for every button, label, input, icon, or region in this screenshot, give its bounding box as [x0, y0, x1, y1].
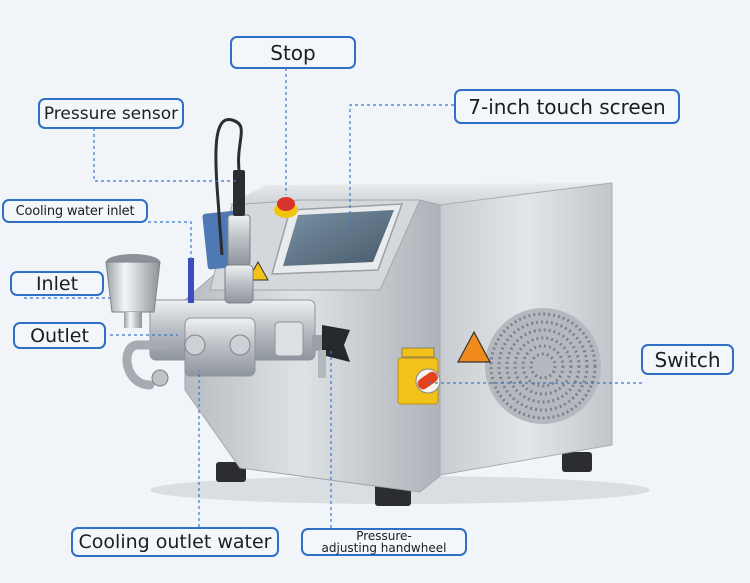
label-pressure-sensor: Pressure sensor — [38, 98, 184, 129]
label-pressure-handwheel: Pressure- adjusting handwheel — [301, 528, 467, 556]
label-pressure-handwheel-line1: Pressure- — [356, 529, 412, 543]
label-cooling-outlet-water: Cooling outlet water — [71, 527, 279, 557]
stop-button — [277, 197, 295, 211]
outlet-pipe — [122, 340, 170, 390]
label-cooling-water-inlet: Cooling water inlet — [2, 199, 148, 223]
valve-port — [229, 334, 251, 356]
pressure-handwheel — [312, 325, 350, 378]
inlet-hopper — [105, 254, 161, 328]
leader-cooling-water-inlet — [148, 221, 192, 262]
leader-pressure-sensor — [93, 128, 236, 182]
machine-foot — [216, 462, 246, 482]
label-stop: Stop — [230, 36, 356, 69]
label-pressure-handwheel-line2: adjusting handwheel — [321, 541, 447, 555]
outlet-valve — [151, 369, 169, 387]
cooling-inlet-pipe — [188, 258, 194, 303]
valve-port — [184, 334, 206, 356]
valve-clamp — [274, 321, 304, 357]
switch-label — [401, 347, 435, 358]
leader-touch-screen — [349, 104, 454, 230]
sensor-cable — [214, 118, 243, 256]
machine-foot — [562, 452, 592, 472]
vent-grille — [485, 308, 601, 424]
label-inlet: Inlet — [10, 271, 104, 296]
switch-knob — [417, 371, 438, 390]
laser-warning-sign — [457, 330, 491, 363]
sensor-fitting — [224, 264, 254, 304]
touch-screen-display — [283, 210, 394, 266]
label-outlet: Outlet — [13, 322, 106, 349]
label-switch: Switch — [641, 344, 734, 375]
label-touch-screen: 7-inch touch screen — [454, 89, 680, 124]
